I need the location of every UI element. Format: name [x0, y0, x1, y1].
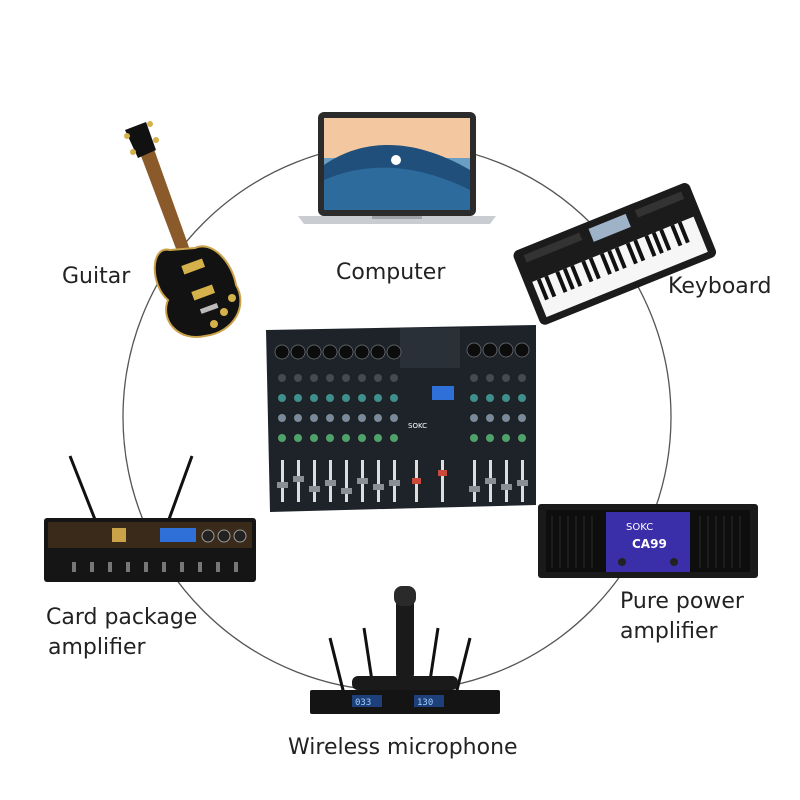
card-package-amplifier-label-line2: amplifier	[48, 633, 146, 663]
card-package-amplifier-label-line1: Card package	[46, 603, 197, 633]
guitar-image	[124, 121, 240, 337]
computer-image	[298, 112, 496, 224]
computer-label: Computer	[336, 258, 445, 288]
wireless-microphone-image: 033 130	[310, 586, 500, 714]
guitar-label: Guitar	[62, 262, 130, 292]
mixer-console-image: SOKC	[266, 325, 536, 512]
pure-power-amplifier-image: SOKC CA99	[538, 504, 758, 578]
keyboard-image	[512, 181, 718, 326]
pure-power-amplifier-label-line1: Pure power	[620, 587, 744, 617]
keyboard-label: Keyboard	[668, 272, 771, 302]
mic-display-right: 130	[417, 698, 433, 708]
wireless-microphone-label: Wireless microphone	[288, 733, 518, 763]
card-package-amplifier-image	[44, 456, 256, 582]
power-amp-brand-text: SOKC	[626, 522, 653, 533]
power-amp-model-text: CA99	[632, 537, 667, 551]
mic-display-left: 033	[355, 698, 371, 708]
pure-power-amplifier-label-line2: amplifier	[620, 617, 718, 647]
mixer-brand-text: SOKC	[408, 422, 427, 430]
